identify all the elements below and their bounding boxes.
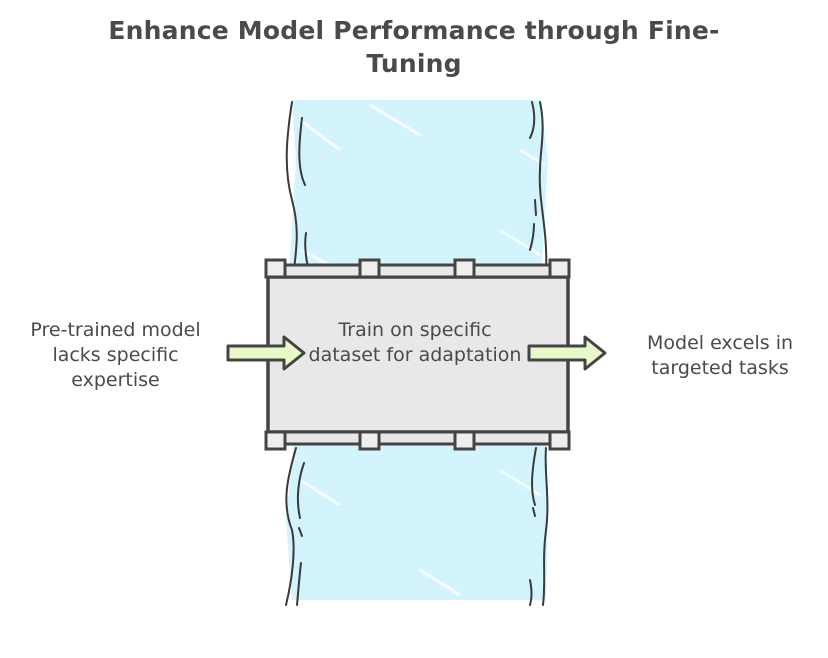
input-label: Pre-trained model lacks specific experti… [30,319,201,391]
output-arrow-icon [527,335,607,371]
process-label: Train on specific dataset for adaptation [308,319,522,366]
bridge [264,258,571,451]
input-arrow-icon [226,335,306,371]
river-banks [285,101,549,606]
diagram-title: Enhance Model Performance through Fine-T… [108,16,720,78]
output-label: Model excels in targeted tasks [646,332,794,379]
